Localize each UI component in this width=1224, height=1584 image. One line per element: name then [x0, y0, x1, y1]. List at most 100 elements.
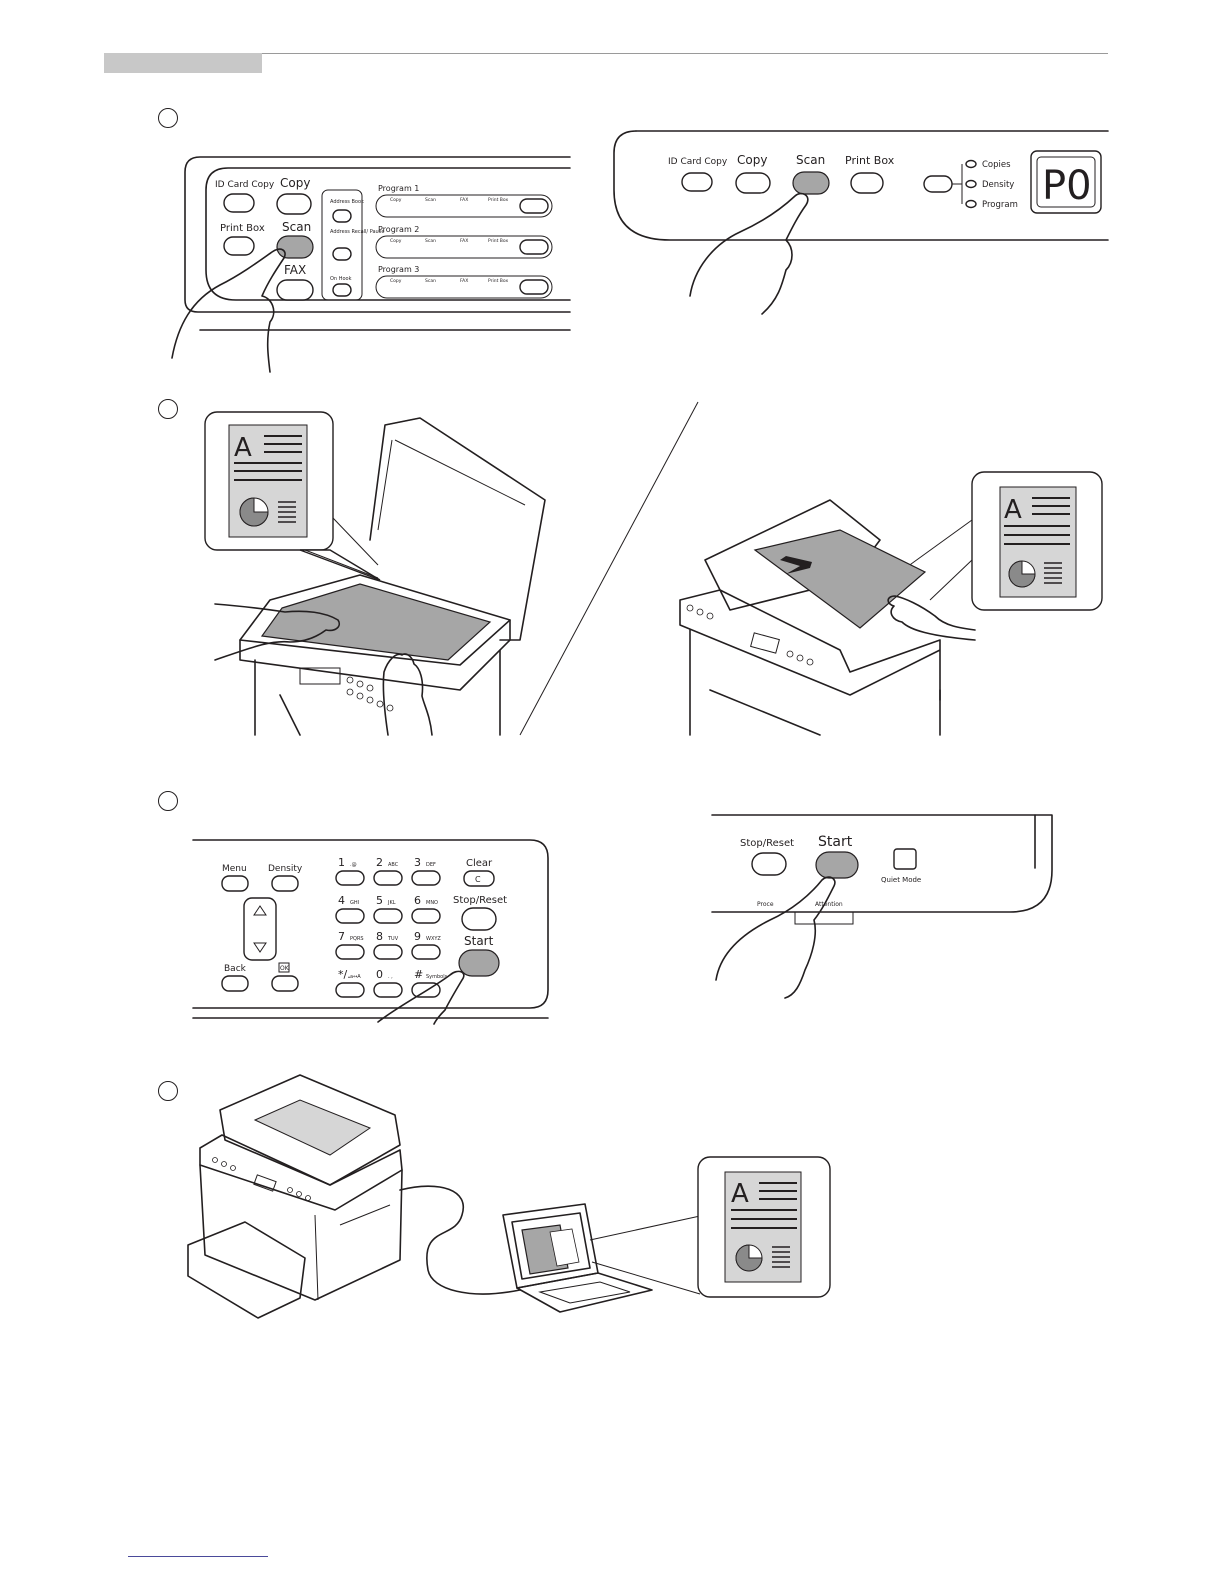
start-button[interactable]	[458, 949, 500, 977]
key-10-digit: */.	[338, 968, 351, 981]
label-id-card-copy: ID Card Copy	[215, 180, 275, 190]
program-3-button[interactable]	[519, 279, 549, 295]
address-group	[321, 189, 363, 301]
id-card-copy-button-2[interactable]	[681, 172, 713, 192]
key-4-letters: GHI	[350, 900, 359, 906]
stop-reset-button[interactable]	[461, 907, 497, 931]
clear-button[interactable]	[463, 870, 495, 887]
key-4-button[interactable]	[335, 908, 365, 924]
program-1-button[interactable]	[519, 198, 549, 214]
key-11-button[interactable]	[373, 982, 403, 998]
label-address-recall: Address Recall/ Pause	[330, 229, 384, 235]
print-box-button-2[interactable]	[850, 172, 884, 194]
svg-text:FAX: FAX	[460, 197, 468, 203]
label-stop-reset: Stop/Reset	[453, 895, 507, 906]
indicator-copies: Copies	[982, 160, 1011, 170]
svg-text:Copy: Copy	[390, 238, 402, 244]
key-8-digit: 8	[376, 930, 383, 943]
svg-text:Copy: Copy	[390, 197, 402, 203]
print-box-button[interactable]	[223, 236, 255, 256]
density-button[interactable]	[271, 875, 299, 892]
address-book-button[interactable]	[332, 209, 352, 223]
label-processing: Proce	[757, 901, 774, 908]
svg-text:FAX: FAX	[460, 278, 468, 284]
key-2-button[interactable]	[373, 870, 403, 886]
label-quiet-mode: Quiet Mode	[881, 876, 921, 884]
label-program-3: Program 3	[378, 265, 419, 274]
copy-button-2[interactable]	[735, 172, 771, 194]
copy-button[interactable]	[276, 193, 312, 215]
on-hook-button[interactable]	[332, 283, 352, 297]
svg-text:Print Box: Print Box	[488, 278, 508, 284]
stop-reset-button-2[interactable]	[751, 852, 787, 876]
key-9-digit: 9	[414, 930, 421, 943]
program-2-button[interactable]	[519, 239, 549, 255]
key-6-button[interactable]	[411, 908, 441, 924]
key-9-button[interactable]	[411, 944, 441, 960]
label-id-card-copy-2: ID Card Copy	[668, 157, 728, 167]
key-9-letters: WXYZ	[426, 936, 441, 942]
doc-letter-2: A	[1004, 495, 1022, 525]
step-1-circle	[158, 108, 178, 128]
key-5-letters: JKL	[387, 900, 396, 906]
indicator-program: Program	[982, 200, 1018, 210]
key-3-letters: DEF	[426, 862, 436, 868]
scan-button[interactable]	[276, 235, 314, 259]
label-stop-reset-2: Stop/Reset	[740, 838, 794, 849]
key-6-letters: MNO	[426, 900, 438, 906]
scan-button-2[interactable]	[792, 171, 830, 195]
key-3-digit: 3	[414, 856, 421, 869]
pc-scan-illustration: A	[187, 1074, 831, 1319]
svg-text:Scan: Scan	[425, 278, 436, 284]
address-recall-button[interactable]	[332, 247, 352, 261]
label-start-2: Start	[818, 834, 853, 850]
svg-text:Print Box: Print Box	[488, 197, 508, 203]
start-button-2[interactable]	[815, 851, 859, 879]
header-bar	[104, 53, 262, 73]
key-7-digit: 7	[338, 930, 345, 943]
label-ok: OK	[280, 965, 290, 972]
label-fax: FAX	[284, 263, 306, 277]
label-clear: Clear	[466, 858, 493, 869]
mode-button[interactable]	[923, 175, 953, 193]
pressing-hand-4	[715, 876, 836, 999]
fax-button[interactable]	[276, 279, 314, 301]
menu-button[interactable]	[221, 875, 249, 892]
key-8-button[interactable]	[373, 944, 403, 960]
step-4-circle	[158, 1081, 178, 1101]
label-program-2: Program 2	[378, 225, 419, 234]
key-5-button[interactable]	[373, 908, 403, 924]
key-12-letters: Symbols	[426, 974, 448, 980]
program-1-row: Program 1 Copy Scan FAX Print Box	[375, 184, 553, 218]
indicator-density: Density	[982, 180, 1014, 190]
arrow-keys[interactable]	[243, 897, 277, 961]
fax-model-panel: ID Card Copy Copy Print Box Scan FAX Add…	[171, 156, 571, 373]
key-8-letters: TUV	[387, 936, 399, 942]
id-card-copy-button[interactable]	[223, 193, 255, 213]
step-2-circle	[158, 399, 178, 419]
label-scan: Scan	[282, 220, 311, 234]
key-3-button[interactable]	[411, 870, 441, 886]
copier-model-panel: ID Card Copy Copy Scan Print Box Copies …	[613, 130, 1109, 315]
display-readout: P0	[1042, 163, 1092, 209]
pressing-hand-2	[689, 192, 809, 315]
key-10-button[interactable]	[335, 982, 365, 998]
key-7-button[interactable]	[335, 944, 365, 960]
footer-rule	[128, 1556, 268, 1557]
svg-text:Scan: Scan	[425, 197, 436, 203]
pressing-hand	[171, 248, 286, 373]
key-1-button[interactable]	[335, 870, 365, 886]
key-10-letters: a↔A	[350, 974, 361, 980]
label-density: Density	[268, 864, 303, 874]
label-copy: Copy	[280, 176, 310, 190]
label-menu: Menu	[222, 864, 247, 874]
document-processor-illustration: A	[679, 471, 1103, 736]
header-rule	[262, 53, 1108, 54]
back-button[interactable]	[221, 975, 249, 992]
key-2-letters: ABC	[388, 862, 399, 868]
ok-button[interactable]	[271, 975, 299, 992]
start-panel: Stop/Reset Start Quiet Mode Proce Attent…	[711, 814, 1053, 999]
quiet-mode-button[interactable]	[893, 848, 917, 870]
feeding-hand	[887, 595, 976, 641]
